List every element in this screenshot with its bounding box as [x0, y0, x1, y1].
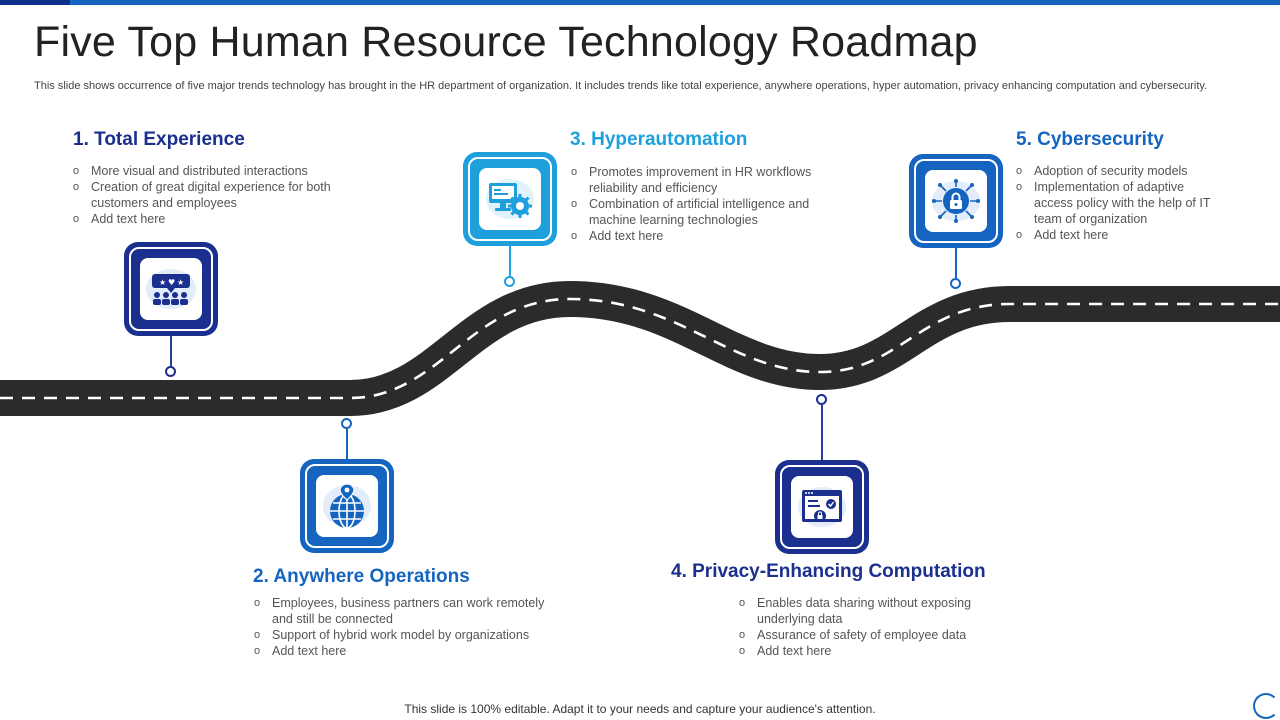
globe-location-icon: [323, 483, 371, 529]
milestone-4-connector: [821, 405, 823, 460]
milestone-2-connector: [346, 429, 348, 459]
milestone-2-icon-box: [300, 459, 394, 553]
milestone-5-heading: 5. Cybersecurity: [1016, 129, 1164, 150]
top-accent-bar-dark: [0, 0, 70, 5]
security-lock-network-icon: [932, 179, 980, 223]
milestone-2-bullet: Support of hybrid work model by organiza…: [254, 627, 554, 643]
milestone-1-bullet: More visual and distributed interactions: [73, 163, 333, 179]
slide-footer: This slide is 100% editable. Adapt it to…: [404, 702, 876, 716]
top-accent-bar: [0, 0, 1280, 5]
milestone-2-heading: 2. Anywhere Operations: [253, 566, 470, 587]
slide-subtitle: This slide shows occurrence of five majo…: [34, 80, 1208, 92]
milestone-5-connector: [955, 248, 957, 278]
milestone-3-icon-box: [463, 152, 557, 246]
slide-title: Five Top Human Resource Technology Roadm…: [34, 18, 978, 66]
customer-rating-people-icon: ★ ♥ ★: [146, 269, 196, 309]
milestone-3-heading: 3. Hyperautomation: [570, 129, 748, 150]
milestone-1-bullet: Add text here: [73, 211, 333, 227]
milestone-1-dot: [165, 366, 176, 377]
milestone-5-bullets: Adoption of security models Implementati…: [1016, 163, 1216, 243]
automation-gear-icon: [486, 179, 534, 219]
milestone-3-connector: [509, 246, 511, 276]
milestone-1-connector: [170, 336, 172, 366]
milestone-5-bullet: Adoption of security models: [1016, 163, 1216, 179]
milestone-4-bullet: Enables data sharing without exposing un…: [739, 595, 999, 627]
milestone-3-bullet: Combination of artificial intelligence a…: [571, 196, 816, 228]
svg-text:★: ★: [177, 278, 184, 287]
milestone-5-dot: [950, 278, 961, 289]
milestone-3-bullets: Promotes improvement in HR workflows rel…: [571, 164, 816, 244]
svg-text:★: ★: [159, 278, 166, 287]
milestone-1-bullet: Creation of great digital experience for…: [73, 179, 333, 211]
milestone-4-bullet: Assurance of safety of employee data: [739, 627, 999, 643]
milestone-5-bullet: Add text here: [1016, 227, 1216, 243]
milestone-2-bullet: Employees, business partners can work re…: [254, 595, 554, 627]
secure-data-screen-icon: [798, 487, 846, 527]
milestone-1-heading: 1. Total Experience: [73, 129, 245, 150]
milestone-2-dot: [341, 418, 352, 429]
milestone-4-heading: 4. Privacy-Enhancing Computation: [671, 561, 986, 582]
milestone-2-bullet: Add text here: [254, 643, 554, 659]
milestone-5-icon-box: [909, 154, 1003, 248]
milestone-3-dot: [504, 276, 515, 287]
milestone-2-bullets: Employees, business partners can work re…: [254, 595, 554, 659]
milestone-4-icon-box: [775, 460, 869, 554]
milestone-3-bullet: Promotes improvement in HR workflows rel…: [571, 164, 816, 196]
milestone-1-bullets: More visual and distributed interactions…: [73, 163, 333, 227]
corner-logo-icon: [1253, 693, 1279, 719]
svg-text:♥: ♥: [168, 278, 175, 287]
milestone-5-bullet: Implementation of adaptive access policy…: [1016, 179, 1216, 227]
milestone-4-bullet: Add text here: [739, 643, 999, 659]
milestone-4-dot: [816, 394, 827, 405]
milestone-3-bullet: Add text here: [571, 228, 816, 244]
milestone-4-bullets: Enables data sharing without exposing un…: [739, 595, 999, 659]
milestone-1-icon-box: ★ ♥ ★: [124, 242, 218, 336]
